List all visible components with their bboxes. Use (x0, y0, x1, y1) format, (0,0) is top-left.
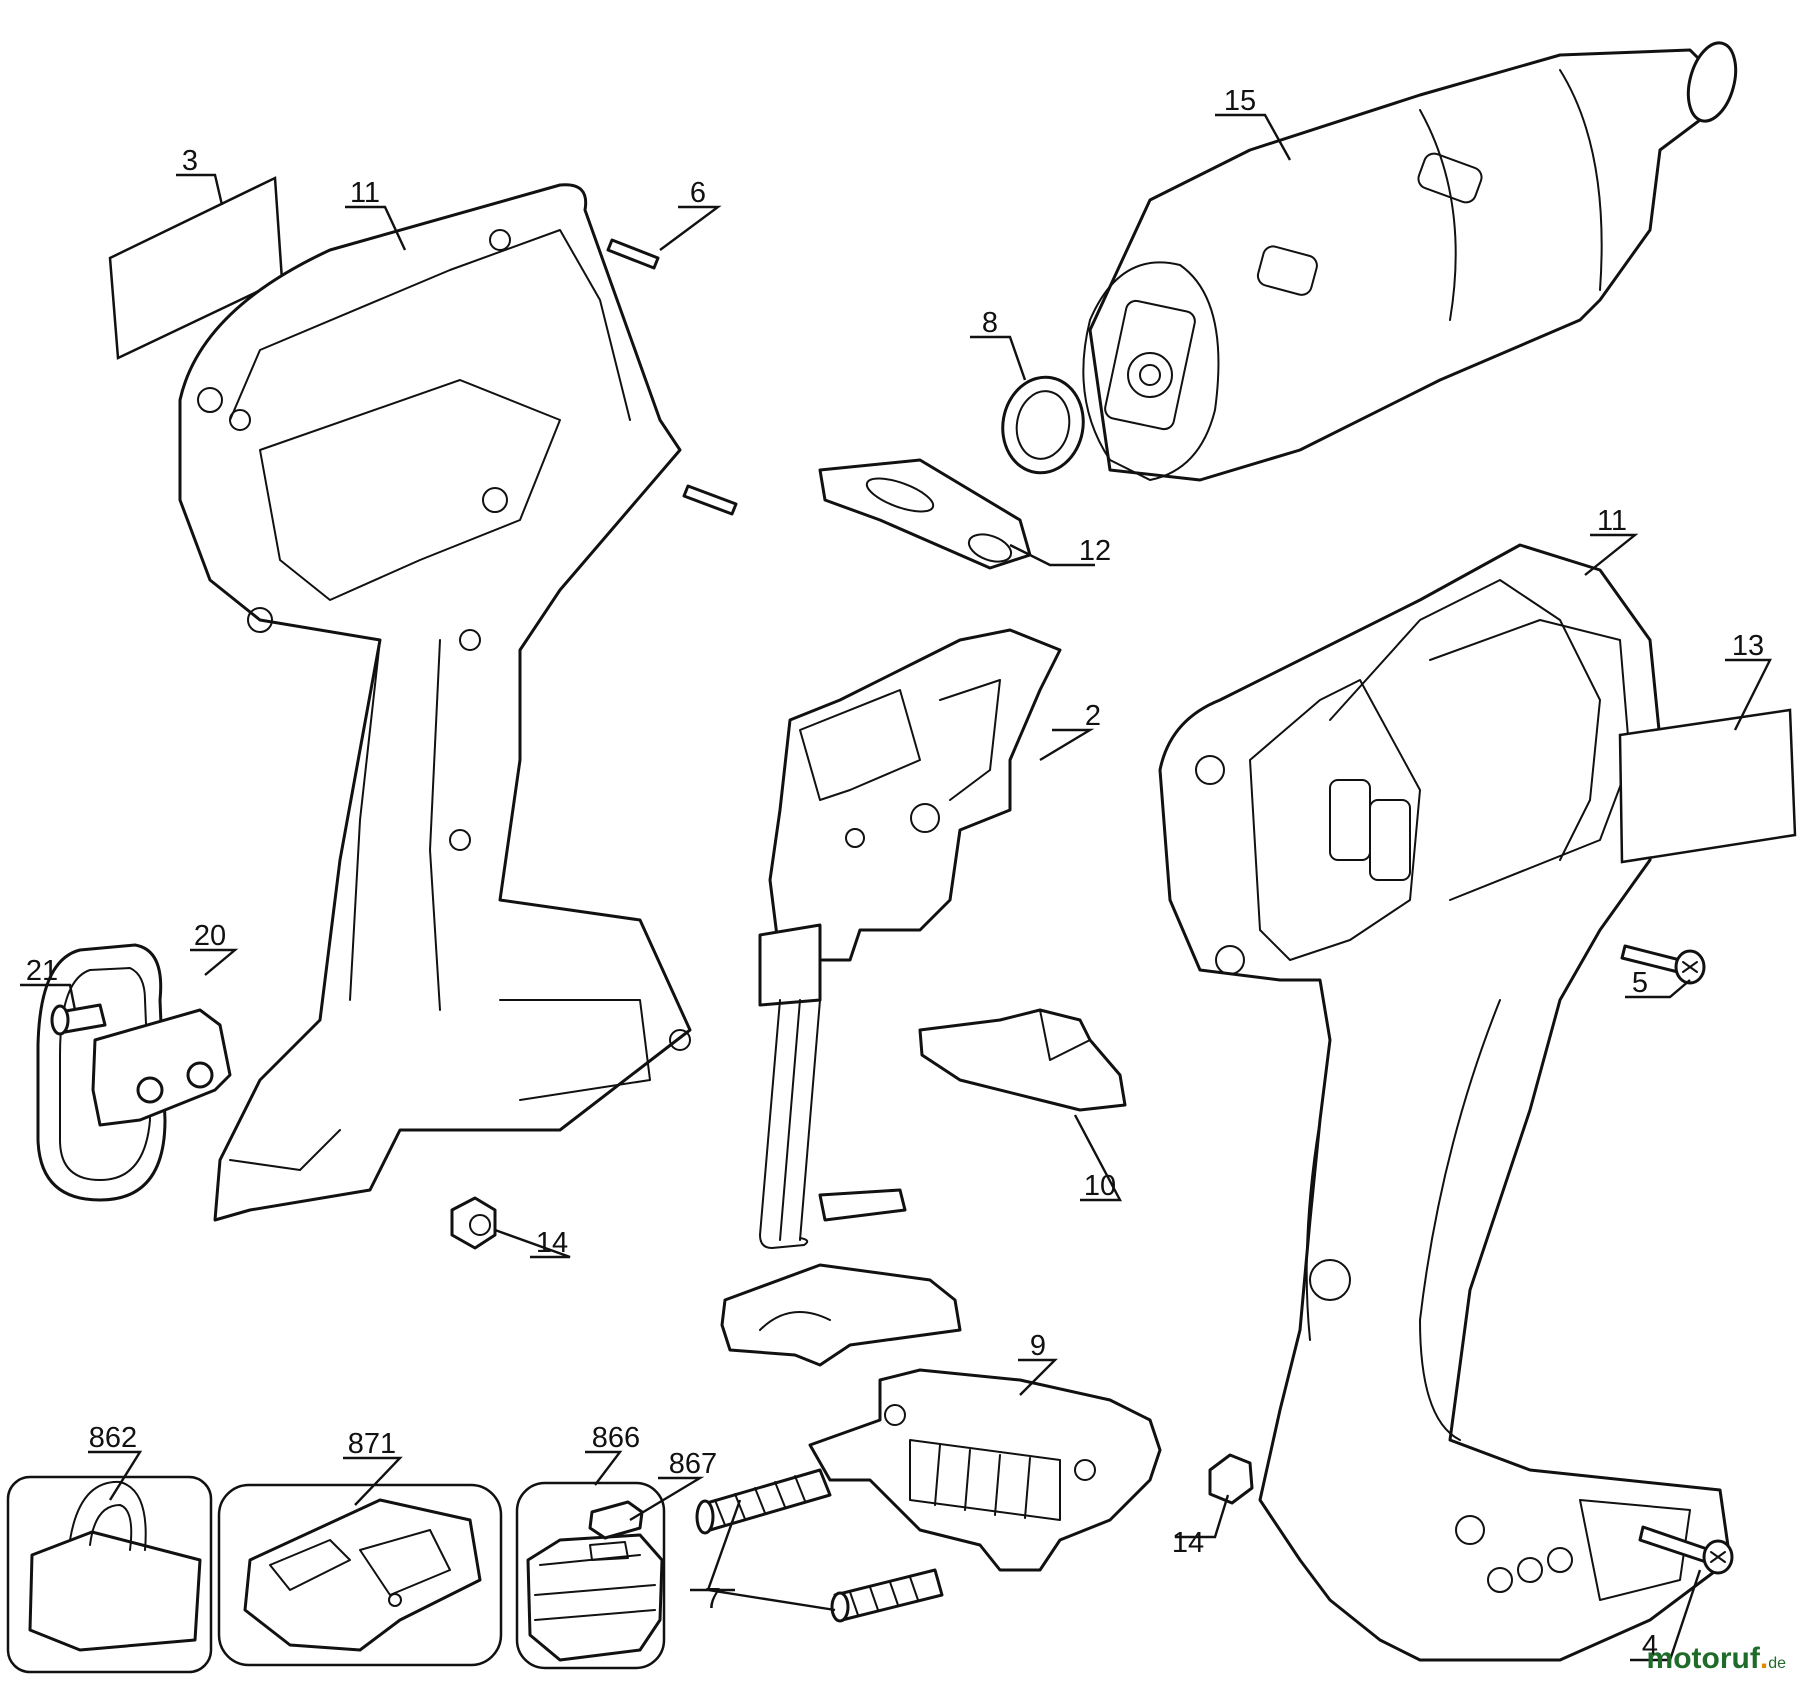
part-numbers: 3 11 6 15 8 12 11 13 2 21 20 5 10 14 9 8… (26, 85, 1764, 1662)
switch-pad (720, 1263, 962, 1367)
trigger-switch-part-2 (758, 628, 1062, 1249)
watermark-main: motoruf (1646, 1642, 1760, 1675)
part-number-13: 13 (1732, 630, 1764, 662)
part-number-3: 3 (182, 145, 198, 177)
gearcase-assembly-part-15 (1082, 41, 1738, 482)
part-number-6: 6 (690, 177, 706, 209)
accessory-cover-part-867 (588, 1500, 644, 1540)
callout-lines (20, 113, 1772, 1662)
part-number-14-left: 14 (536, 1227, 568, 1259)
accessory-bag-part-862 (6, 1475, 213, 1674)
part-number-2: 2 (1085, 700, 1101, 732)
screw-part-4 (1638, 1525, 1734, 1575)
nut-part-14-left (450, 1196, 497, 1250)
part-number-7: 7 (705, 1583, 721, 1615)
part-number-5: 5 (1632, 967, 1648, 999)
part-number-10: 10 (1084, 1170, 1116, 1202)
left-housing-half (178, 183, 692, 1222)
pin-part-6 (606, 238, 738, 516)
forward-reverse-slider-part-12 (818, 458, 1032, 570)
part-number-21: 21 (26, 955, 58, 987)
washer-part-8 (1001, 375, 1085, 475)
part-number-866: 866 (592, 1422, 640, 1454)
part-number-867: 867 (669, 1448, 717, 1480)
part-number-11-right: 11 (1597, 505, 1627, 537)
terminal-block-part-9 (808, 1368, 1162, 1572)
accessory-charger-part-871 (217, 1483, 503, 1667)
nut-part-14-right (1208, 1453, 1254, 1505)
part-number-11-left: 11 (350, 177, 380, 209)
label-sheet-part-13 (1618, 708, 1797, 864)
site-watermark: motoruf.de (1647, 1642, 1786, 1676)
part-number-8: 8 (982, 307, 998, 339)
part-number-9: 9 (1030, 1330, 1046, 1362)
watermark-tld: de (1768, 1655, 1786, 1672)
part-number-15: 15 (1224, 85, 1256, 117)
part-number-4: 4 (1642, 1630, 1658, 1662)
screw-part-5 (1620, 944, 1706, 985)
part-number-20: 20 (194, 920, 226, 952)
part-number-862: 862 (89, 1422, 137, 1454)
spring-part-7 (695, 1468, 944, 1623)
switch-bracket-part-10 (918, 1008, 1127, 1112)
watermark-dot: . (1759, 1642, 1769, 1675)
pin-part-21 (50, 1003, 107, 1036)
belt-clip-part-20 (36, 943, 232, 1202)
right-housing-assembled (1158, 543, 1732, 1662)
part-number-12: 12 (1079, 535, 1111, 567)
part-number-14-right: 14 (1172, 1527, 1204, 1559)
part-number-871: 871 (348, 1428, 396, 1460)
